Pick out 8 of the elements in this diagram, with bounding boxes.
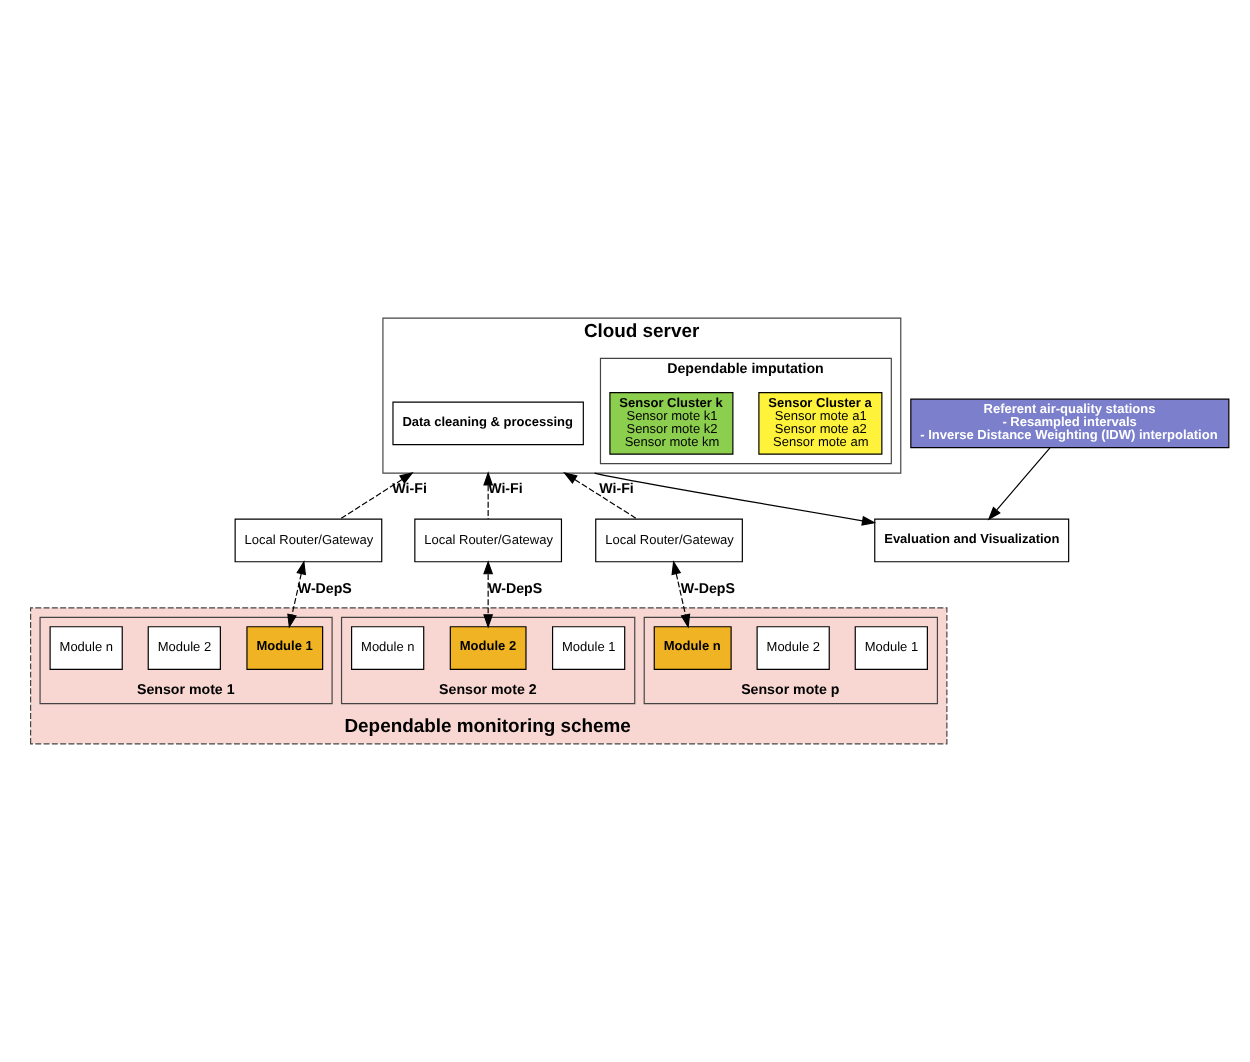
arrow [483, 471, 494, 520]
arrow [339, 472, 414, 520]
arrow [593, 472, 877, 526]
arrow [671, 560, 691, 629]
arrow [563, 472, 638, 520]
arrow [987, 447, 1051, 521]
arrow [483, 560, 494, 629]
arrow [287, 560, 306, 629]
